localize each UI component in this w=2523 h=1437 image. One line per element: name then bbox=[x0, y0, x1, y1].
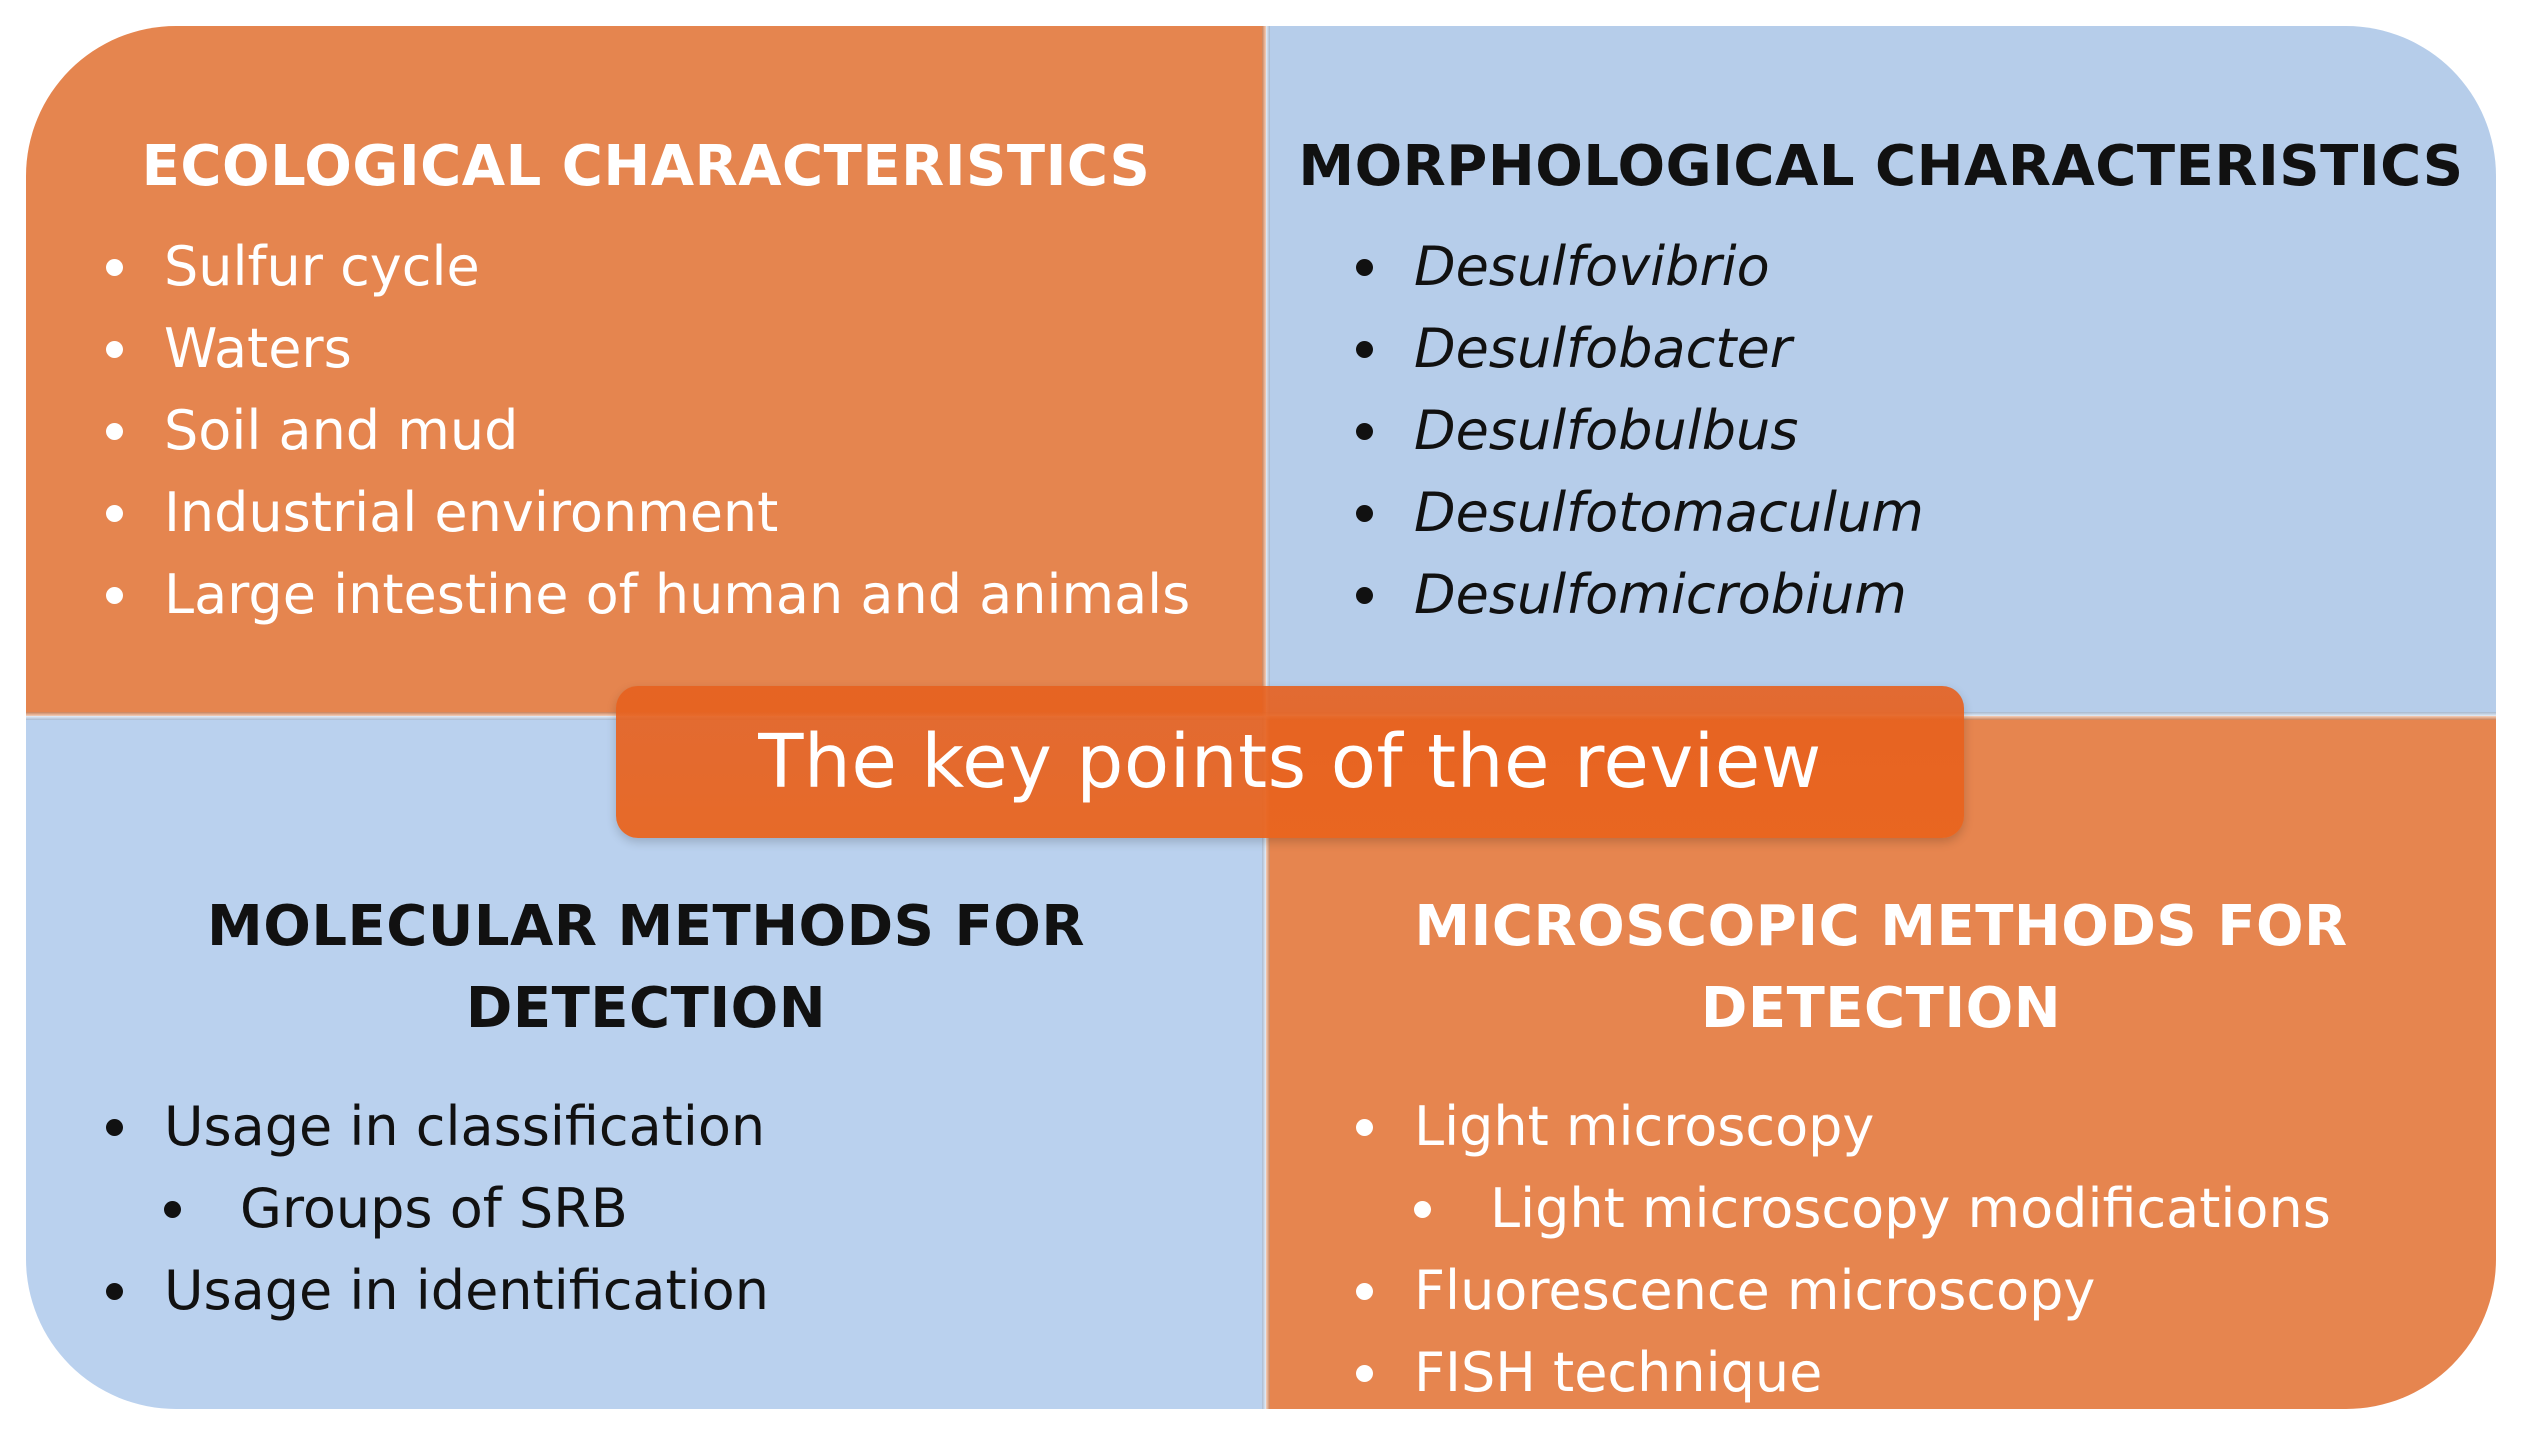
list-item: Soil and mud bbox=[106, 390, 1190, 472]
list-item: Usage in identification bbox=[106, 1250, 769, 1332]
morphological-list: Desulfovibrio Desulfobacter Desulfobulbu… bbox=[1356, 226, 1924, 636]
list-item: Fluorescence microscopy bbox=[1356, 1250, 2331, 1332]
microscopic-title-line2: DETECTION bbox=[1700, 976, 2062, 1041]
ecological-quadrant: ECOLOGICAL CHARACTERISTICS Sulfur cycle … bbox=[26, 26, 1266, 716]
list-item: Light microscopy modifications bbox=[1356, 1168, 2331, 1250]
molecular-title: MOLECULAR METHODS FOR DETECTION bbox=[26, 886, 1266, 1050]
list-item: Desulfobacter bbox=[1356, 308, 1924, 390]
morphological-title: MORPHOLOGICAL CHARACTERISTICS bbox=[1298, 134, 2464, 199]
center-banner: The key points of the review bbox=[616, 686, 1964, 838]
morphological-quadrant: MORPHOLOGICAL CHARACTERISTICS Desulfovib… bbox=[1266, 26, 2496, 716]
molecular-title-line2: DETECTION bbox=[465, 976, 827, 1041]
microscopic-title-line1: MICROSCOPIC METHODS FOR bbox=[1414, 894, 2348, 959]
list-item: FISH technique bbox=[1356, 1332, 2331, 1409]
molecular-title-line1: MOLECULAR METHODS FOR bbox=[207, 894, 1085, 959]
list-item: Groups of SRB bbox=[106, 1168, 769, 1250]
list-item: Waters bbox=[106, 308, 1190, 390]
key-points-diagram: ECOLOGICAL CHARACTERISTICS Sulfur cycle … bbox=[26, 26, 2496, 1409]
list-item: Desulfovibrio bbox=[1356, 226, 1924, 308]
molecular-list: Usage in classification Groups of SRB Us… bbox=[106, 1086, 769, 1332]
list-item: Usage in classification bbox=[106, 1086, 769, 1168]
ecological-list: Sulfur cycle Waters Soil and mud Industr… bbox=[106, 226, 1190, 636]
list-item: Sulfur cycle bbox=[106, 226, 1190, 308]
microscopic-title: MICROSCOPIC METHODS FOR DETECTION bbox=[1266, 886, 2496, 1050]
microscopic-list: Light microscopy Light microscopy modifi… bbox=[1356, 1086, 2331, 1409]
list-item: Industrial environment bbox=[106, 472, 1190, 554]
list-item: Desulfomicrobium bbox=[1356, 554, 1924, 636]
list-item: Large intestine of human and animals bbox=[106, 554, 1190, 636]
ecological-title: ECOLOGICAL CHARACTERISTICS bbox=[141, 134, 1151, 199]
center-banner-text: The key points of the review bbox=[758, 719, 1822, 805]
list-item: Light microscopy bbox=[1356, 1086, 2331, 1168]
list-item: Desulfobulbus bbox=[1356, 390, 1924, 472]
list-item: Desulfotomaculum bbox=[1356, 472, 1924, 554]
